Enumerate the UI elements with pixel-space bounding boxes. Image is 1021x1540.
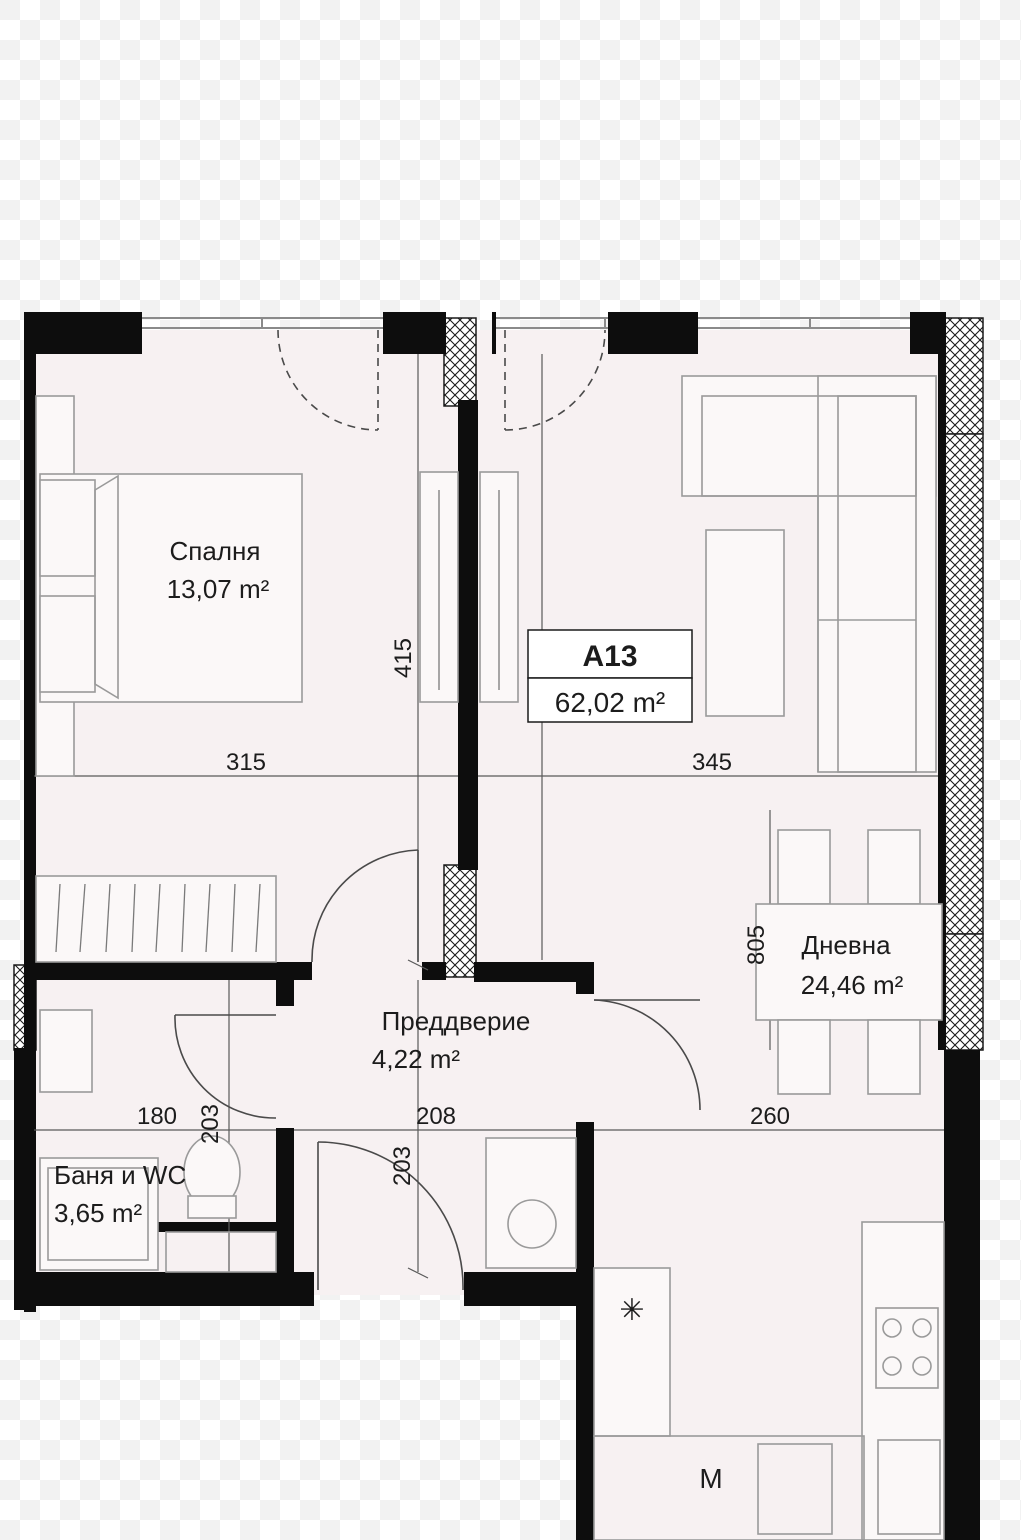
- bathroom-name: Баня и WC: [54, 1160, 186, 1190]
- hallway-area: 4,22 m²: [372, 1044, 460, 1074]
- dim-bath-depth: 203: [197, 1104, 224, 1144]
- dim-living-depth: 805: [743, 925, 770, 965]
- fridge-mark: ✳: [619, 1294, 644, 1327]
- living-area: 24,46 m²: [801, 970, 904, 1000]
- bedroom-name: Спалня: [170, 536, 261, 566]
- hatched-facade: [13, 317, 984, 1051]
- dimension-lines: [34, 354, 944, 1279]
- kitchen-units: [485, 1137, 945, 1540]
- washer-mark: M: [699, 1463, 722, 1494]
- apartment-badge: [527, 629, 693, 723]
- dim-bedroom-width: 315: [226, 749, 266, 776]
- windows: [140, 317, 912, 329]
- apartment-code: A13: [582, 640, 637, 673]
- living-name: Дневна: [801, 930, 891, 960]
- bathroom-area: 3,65 m²: [54, 1198, 142, 1228]
- bedroom-area: 13,07 m²: [167, 574, 270, 604]
- hallway-name: Преддверие: [382, 1006, 531, 1036]
- dim-hall-depth: 203: [389, 1146, 416, 1186]
- wardrobe-hangers: [55, 490, 500, 953]
- dim-hall-width: 208: [416, 1103, 456, 1130]
- living-furniture: [681, 375, 943, 1095]
- apartment-area: 62,02 m²: [555, 687, 666, 718]
- dim-kitchen-width: 260: [750, 1103, 790, 1130]
- doors: [174, 329, 701, 1291]
- walls: [14, 312, 980, 1540]
- bathroom-fixtures: [39, 1009, 277, 1273]
- dim-living-width: 345: [692, 749, 732, 776]
- dim-bedroom-depth: 415: [390, 638, 417, 678]
- dim-bath-width: 180: [137, 1103, 177, 1130]
